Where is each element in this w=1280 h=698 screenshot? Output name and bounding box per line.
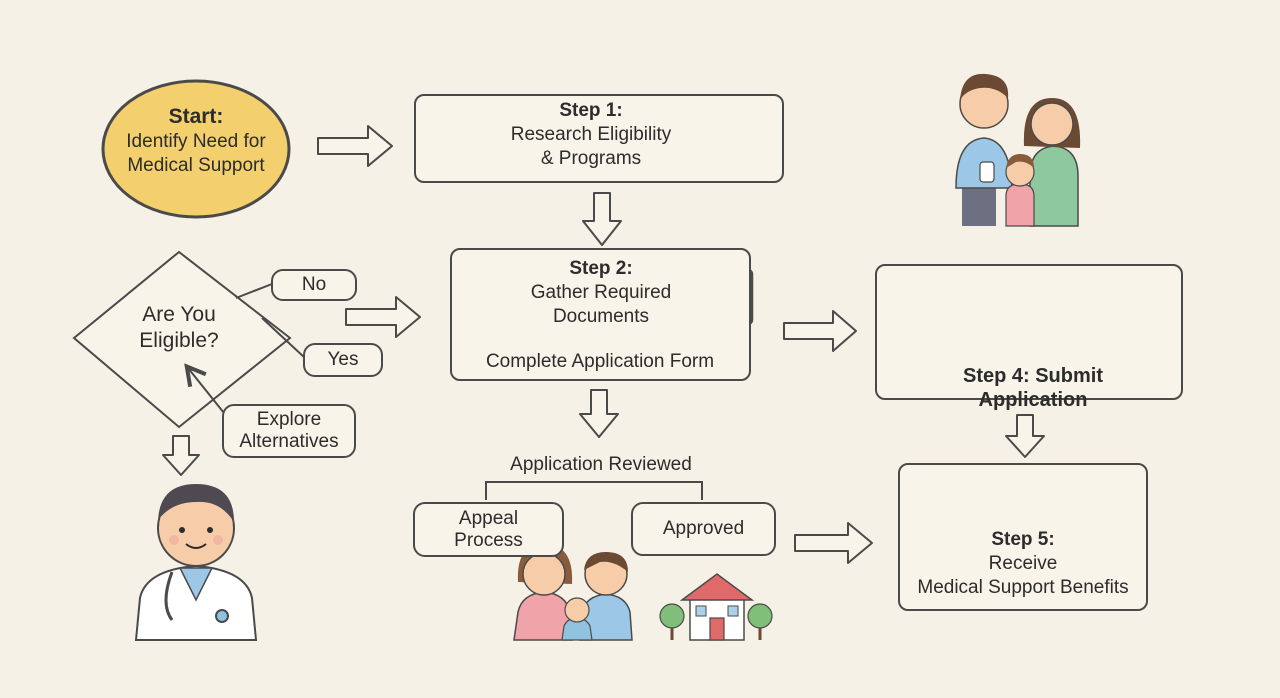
doctor-illustration (134, 484, 258, 641)
application-reviewed-label: Application Reviewed (510, 454, 692, 475)
step1-text: Step 1: Research Eligibility & Programs (498, 99, 684, 171)
start-label-line3: Medical Support (127, 155, 265, 176)
decision-yes-label: Yes (303, 343, 383, 377)
step2-label-line3: Documents (552, 306, 650, 327)
appeal-label-line1: Appeal (458, 507, 519, 529)
decision-text: Are You Eligible? (119, 302, 239, 354)
start-title: Start: (168, 105, 224, 128)
block-arrow-start-to-step1 (317, 125, 393, 167)
explore-label-line2: Alternatives (239, 431, 339, 452)
step2-box (450, 248, 751, 381)
step2-subtitle: Complete Application Form (485, 351, 715, 372)
explore-label-line1: Explore (256, 409, 322, 430)
block-arrow-step2-to-step4 (783, 310, 857, 352)
explore-alternatives-node: Explore Alternatives (222, 404, 356, 458)
decision-label-line2: Eligible? (139, 329, 219, 352)
connector-explore-to-decision (188, 368, 229, 419)
start-node-shape (101, 79, 291, 219)
connector-decision-yes (261, 317, 306, 359)
step2-title: Step 2: (569, 258, 633, 279)
step5-title: Step 5: (991, 529, 1055, 550)
decision-no-label: No (271, 269, 357, 301)
step5-text: Step 5: Receive Medical Support Benefits (908, 528, 1138, 600)
step4-label-line2: Application (978, 389, 1088, 411)
connector-decision-no (235, 283, 273, 299)
decision-label-line1: Are You (142, 303, 216, 326)
step5-label-line2: Receive (988, 553, 1058, 574)
start-node: Start: Identify Need for Medical Support (110, 104, 282, 178)
step1-label-line3: & Programs (540, 148, 642, 169)
block-arrow-approved-to-step5 (794, 522, 873, 564)
block-arrow-decision-down (162, 435, 200, 476)
step5-label-line3: Medical Support Benefits (917, 577, 1129, 598)
appeal-process-node: Appeal Process (413, 502, 564, 557)
step1-label-line2: Research Eligibility (510, 124, 672, 145)
step1-box (414, 94, 784, 183)
block-arrow-step2-down (579, 389, 619, 438)
connector-reviewed-branch (485, 481, 703, 500)
block-arrow-step1-down (582, 192, 622, 246)
block-arrow-yes-to-step2 (345, 296, 421, 338)
approved-node: Approved (631, 502, 776, 556)
step4-box (875, 264, 1183, 400)
block-arrow-step4-down (1005, 414, 1045, 458)
step2-label-line2: Gather Required (530, 282, 672, 303)
family-illustration (955, 73, 1081, 227)
decision-diamond-shape (72, 250, 292, 429)
step1-title: Step 1: (559, 100, 623, 121)
step2-text: Step 2: Gather Required Documents (524, 257, 678, 329)
step5-box (898, 463, 1148, 611)
couple-child-illustration (513, 544, 633, 641)
appeal-label-line2: Process (454, 529, 523, 551)
step4-text: Step 4: Submit Application (940, 364, 1126, 412)
start-label-line2: Identify Need for (126, 131, 266, 152)
house-icon (659, 573, 773, 641)
step4-title: Step 4: Submit (962, 365, 1103, 387)
